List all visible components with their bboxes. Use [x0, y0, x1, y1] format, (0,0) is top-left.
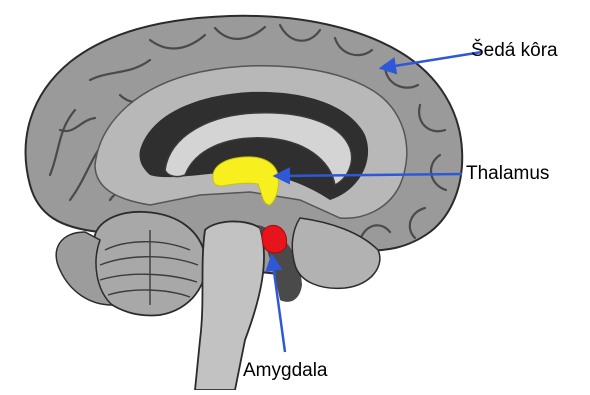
thalamus-label: Thalamus: [466, 164, 549, 183]
amygdala-label: Amygdala: [243, 361, 328, 380]
amygdala-region: [262, 225, 287, 252]
cortex-label: Šedá kôra: [471, 41, 558, 60]
